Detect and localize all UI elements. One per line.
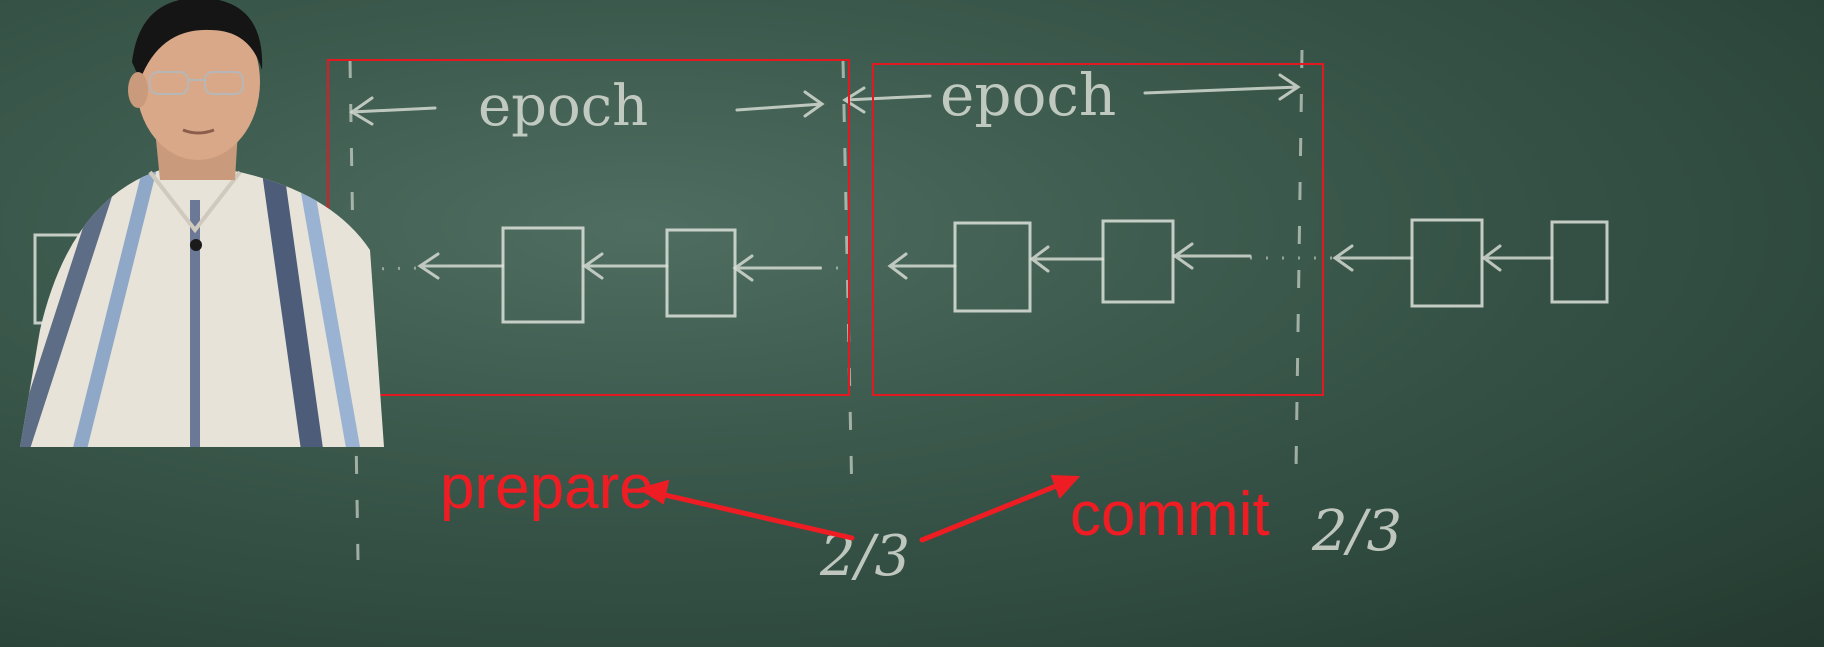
epoch-box-2 bbox=[872, 63, 1324, 396]
link-8 bbox=[1172, 242, 1252, 270]
commit-label: commit bbox=[1070, 480, 1270, 549]
link-10 bbox=[1481, 244, 1554, 272]
epoch-boundary-lines bbox=[348, 49, 1304, 561]
lapel-microphone bbox=[190, 239, 202, 251]
presenter bbox=[20, 0, 384, 447]
block-6 bbox=[1101, 219, 1175, 304]
boundary-line-3 bbox=[1294, 49, 1304, 471]
block-5 bbox=[953, 221, 1032, 313]
glasses bbox=[149, 71, 244, 95]
boundary-line-2 bbox=[841, 59, 854, 501]
epoch-label-1: epoch bbox=[478, 74, 648, 139]
link-5 bbox=[732, 254, 822, 282]
prepare-label: prepare bbox=[440, 453, 654, 522]
striped-shirt bbox=[20, 170, 384, 447]
link-3 bbox=[417, 252, 505, 280]
link-6 bbox=[887, 252, 957, 280]
block-4 bbox=[665, 228, 737, 318]
epoch-label-2: epoch bbox=[940, 61, 1116, 129]
block-8 bbox=[1550, 220, 1609, 304]
epoch-2-left-arrow bbox=[842, 86, 932, 114]
prepare-arrow-head bbox=[637, 479, 670, 505]
presenter-head bbox=[128, 0, 263, 160]
link-4 bbox=[582, 252, 669, 280]
epoch-1-left-arrow bbox=[349, 96, 437, 126]
link-9 bbox=[1332, 244, 1414, 272]
epoch-arrows bbox=[349, 73, 1301, 126]
epoch-1-right-arrow bbox=[735, 90, 825, 118]
fraction-label-right: 2/3 bbox=[1311, 499, 1402, 564]
annotation-arrows bbox=[637, 474, 1081, 543]
block-7 bbox=[1410, 218, 1484, 308]
epoch-2-right-arrow bbox=[1143, 73, 1301, 101]
commit-arrow-head bbox=[1050, 474, 1081, 499]
link-7 bbox=[1029, 245, 1105, 273]
block-3 bbox=[501, 226, 585, 324]
commit-arrow-shaft bbox=[919, 479, 1069, 543]
prepare-arrow-shaft bbox=[649, 489, 855, 541]
